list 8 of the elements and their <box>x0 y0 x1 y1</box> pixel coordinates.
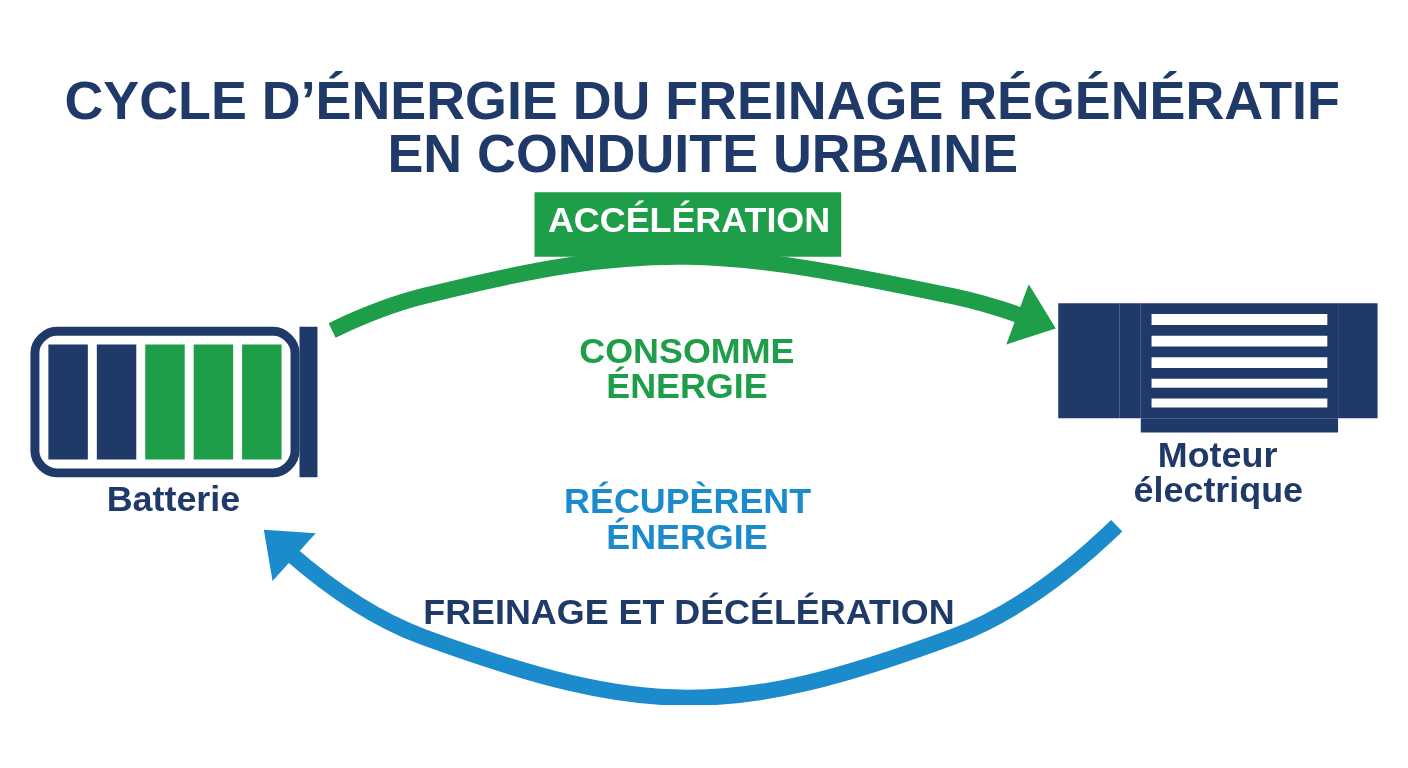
arrow <box>263 519 1123 705</box>
label: RÉCUPÈRENT ÉNERGIE <box>564 481 812 558</box>
node-label: Batterie <box>106 479 241 520</box>
node-label: Moteur électrique <box>1133 434 1304 511</box>
diagram-title: CYCLE D’ÉNERGIE DU FREINAGE RÉGÉNÉRATIF EN CONDUITE URBAINE <box>64 69 1340 184</box>
label: CONSOMME ÉNERGIE <box>579 330 795 407</box>
edge-label: ACCÉLÉRATION <box>547 199 831 240</box>
edge-label: FREINAGE ET DÉCÉLÉRATION <box>423 592 955 633</box>
